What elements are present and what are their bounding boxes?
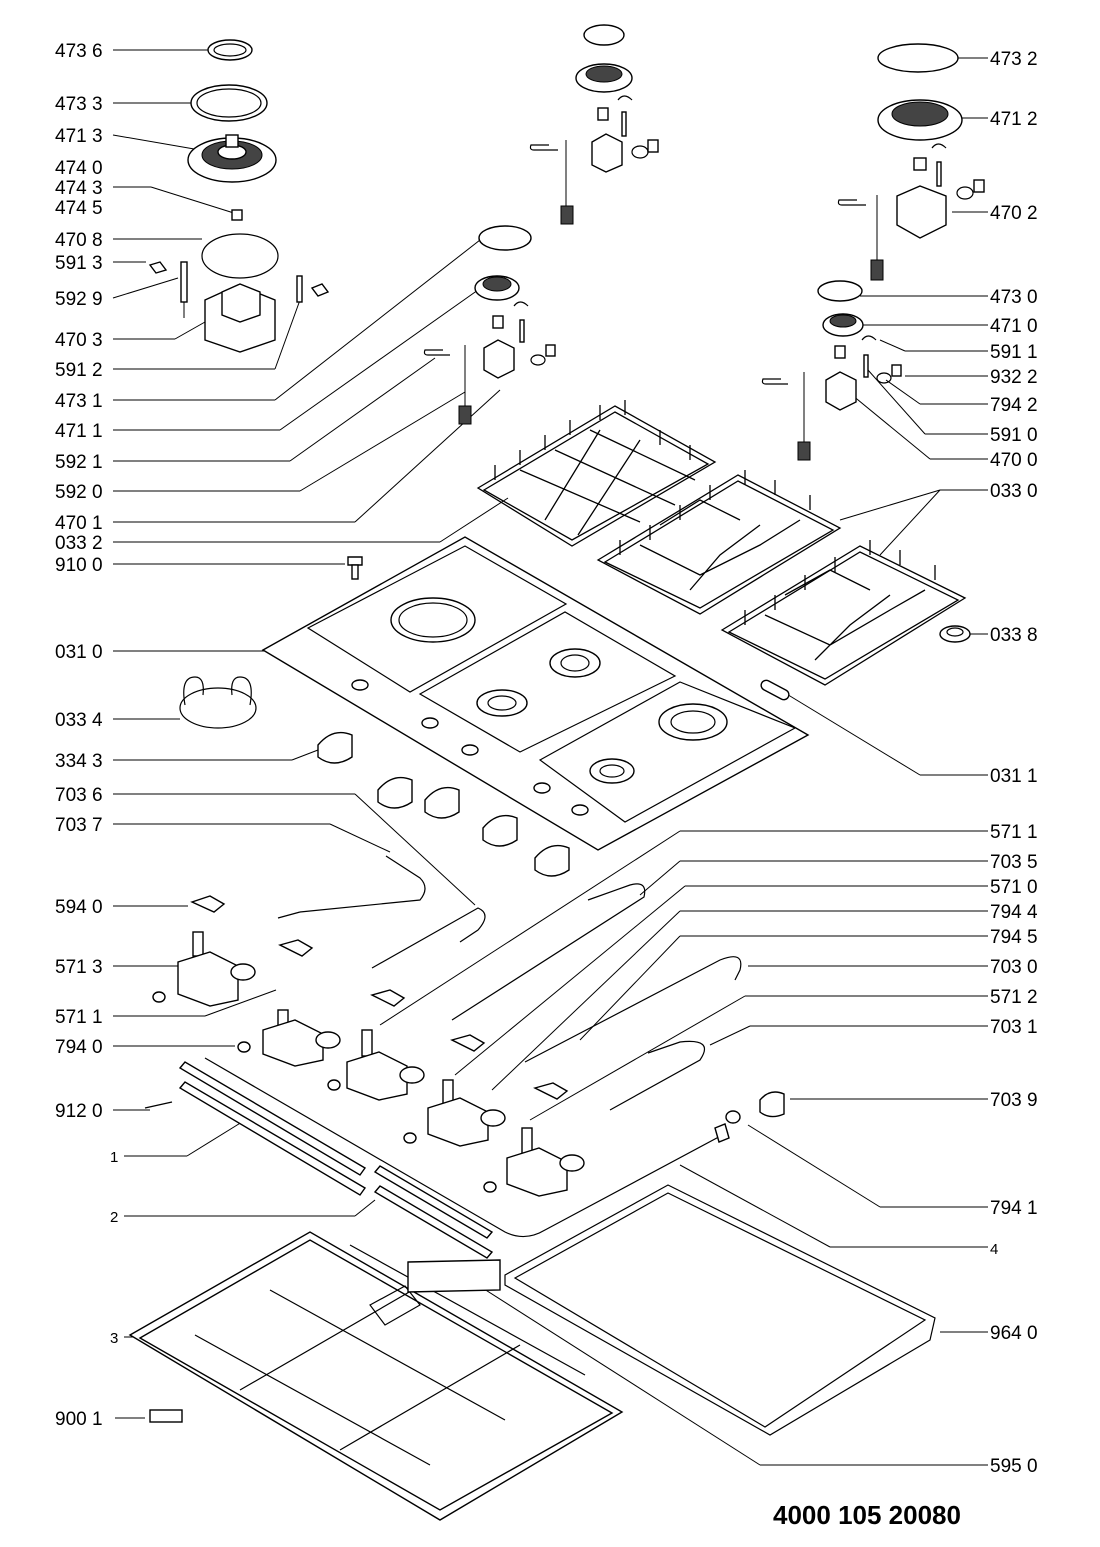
control-knobs <box>317 731 570 877</box>
label-033-8: 033 8 <box>990 625 1038 646</box>
label-471-2: 471 2 <box>990 109 1038 130</box>
label-591-0: 591 0 <box>990 425 1038 446</box>
label-033-0: 033 0 <box>990 481 1038 502</box>
small-burner-left-assembly <box>423 225 556 425</box>
label-033-4: 033 4 <box>55 710 103 731</box>
leader-lines <box>112 49 988 1466</box>
label-571-3: 571 3 <box>55 957 103 978</box>
label-474-3: 474 3 <box>55 178 103 199</box>
label-794-1: 794 1 <box>990 1198 1038 1219</box>
label-592-1: 592 1 <box>55 452 103 473</box>
front-rails <box>144 1061 494 1259</box>
label-571-1-right: 571 1 <box>990 822 1038 843</box>
label-592-9: 592 9 <box>55 289 103 310</box>
label-471-0: 471 0 <box>990 316 1038 337</box>
gas-taps <box>152 895 785 1197</box>
label-470-3: 470 3 <box>55 330 103 351</box>
label-031-0: 031 0 <box>55 642 103 663</box>
bottom-tray <box>128 1231 624 1521</box>
label-2: 2 <box>110 1209 118 1226</box>
label-910-0: 910 0 <box>55 555 103 576</box>
label-470-2: 470 2 <box>990 203 1038 224</box>
label-964-0: 964 0 <box>990 1323 1038 1344</box>
tap-3 <box>327 989 425 1101</box>
label-591-1: 591 1 <box>990 342 1038 363</box>
label-591-2: 591 2 <box>55 360 103 381</box>
label-571-0: 571 0 <box>990 877 1038 898</box>
label-473-1: 473 1 <box>55 391 103 412</box>
standalone-small-parts <box>179 556 971 729</box>
label-471-1: 471 1 <box>55 421 103 442</box>
hob-top-plate <box>261 536 810 851</box>
label-591-3: 591 3 <box>55 253 103 274</box>
tap-2 <box>237 939 341 1067</box>
label-474-5: 474 5 <box>55 198 103 219</box>
label-470-1: 470 1 <box>55 513 103 534</box>
label-571-1-left: 571 1 <box>55 1007 103 1028</box>
semi-rapid-burner-top-assembly <box>529 24 659 225</box>
label-3: 3 <box>110 1330 118 1347</box>
label-031-1: 031 1 <box>990 766 1038 787</box>
label-703-9: 703 9 <box>990 1090 1038 1111</box>
label-912-0: 912 0 <box>55 1101 103 1122</box>
label-592-0: 592 0 <box>55 482 103 503</box>
label-932-2: 932 2 <box>990 367 1038 388</box>
label-033-2: 033 2 <box>55 533 103 554</box>
document-code: 4000 105 20080 <box>773 1500 961 1530</box>
label-703-5: 703 5 <box>990 852 1038 873</box>
rapid-burner-right-assembly <box>837 43 985 281</box>
label-473-0: 473 0 <box>990 287 1038 308</box>
tap-5 <box>483 1082 585 1197</box>
tap-1 <box>152 895 256 1007</box>
label-703-0: 703 0 <box>990 957 1038 978</box>
tap-4 <box>403 1034 506 1147</box>
wok-burner-assembly <box>148 39 330 353</box>
pan-support-grate-middle <box>596 470 842 615</box>
label-595-0: 595 0 <box>990 1456 1038 1477</box>
label-1: 1 <box>110 1149 118 1166</box>
label-794-0: 794 0 <box>55 1037 103 1058</box>
label-470-8: 470 8 <box>55 230 103 251</box>
gas-pipes <box>204 855 742 1238</box>
label-594-0: 594 0 <box>55 897 103 918</box>
label-900-1: 900 1 <box>55 1409 103 1430</box>
label-794-4: 794 4 <box>990 902 1038 923</box>
label-703-7: 703 7 <box>55 815 103 836</box>
label-474-0: 474 0 <box>55 158 103 179</box>
left-labels: 473 6 473 3 471 3 474 0 474 3 474 5 470 … <box>55 41 118 1430</box>
label-794-2: 794 2 <box>990 395 1038 416</box>
label-473-2: 473 2 <box>990 49 1038 70</box>
pan-support-grate-left <box>476 400 717 547</box>
label-703-1: 703 1 <box>990 1017 1038 1038</box>
label-473-3: 473 3 <box>55 94 103 115</box>
auxiliary-burner-right-assembly <box>761 280 902 461</box>
seal-gasket <box>504 1184 936 1436</box>
label-471-3: 471 3 <box>55 126 103 147</box>
label-571-2: 571 2 <box>990 987 1038 1008</box>
label-334-3: 334 3 <box>55 751 103 772</box>
label-473-6: 473 6 <box>55 41 103 62</box>
right-labels: 473 2 471 2 470 2 473 0 471 0 591 1 932 … <box>990 49 1038 1477</box>
label-4: 4 <box>990 1241 998 1258</box>
label-794-5: 794 5 <box>990 927 1038 948</box>
label-703-6: 703 6 <box>55 785 103 806</box>
pan-support-grate-right <box>720 540 967 686</box>
label-470-0: 470 0 <box>990 450 1038 471</box>
